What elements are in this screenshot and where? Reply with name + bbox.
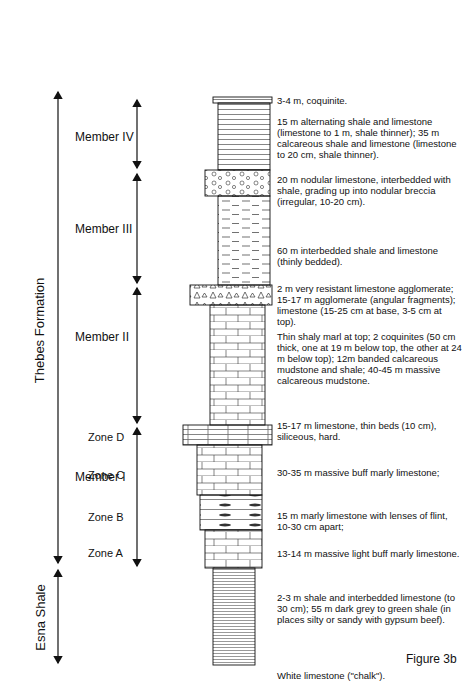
- zone-label: Zone C: [88, 469, 124, 482]
- formation-label: Thebes Formation: [32, 277, 47, 383]
- lithology-note: 2-3 m shale and interbedded limestone (t…: [277, 592, 463, 625]
- lithology-note: 15 m alternating shale and limestone (li…: [277, 116, 463, 160]
- zone-label: Zone B: [88, 511, 123, 524]
- lithology-note: 3-4 m, coquinite.: [277, 95, 463, 106]
- lithology-note: 15 m marly limestone with lenses of flin…: [277, 510, 463, 532]
- figure-caption: Figure 3b: [406, 652, 457, 666]
- lithology-note: 20 m nodular limestone, interbedded with…: [277, 174, 463, 207]
- member-label: Member II: [75, 330, 129, 344]
- member-label: Member IV: [75, 130, 134, 144]
- member-label: Member III: [75, 222, 132, 236]
- lithology-note: 13-14 m massive light buff marly limesto…: [277, 548, 463, 559]
- lithology-note: 15-17 m limestone, thin beds (10 cm), si…: [277, 420, 463, 442]
- zone-label: Zone A: [88, 547, 123, 560]
- formation-label: Esna Shale: [32, 584, 47, 651]
- lithology-note: Thin shaly marl at top; 2 coquinites (50…: [277, 331, 463, 386]
- lithology-note: 60 m interbedded shale and limestone (th…: [277, 245, 463, 267]
- lithology-note: White limestone ("chalk").: [277, 670, 463, 681]
- lithology-note: 30-35 m massive buff marly limestone;: [277, 467, 463, 478]
- lithology-note: 2 m very resistant limestone agglomerate…: [277, 283, 463, 327]
- zone-label: Zone D: [88, 431, 124, 444]
